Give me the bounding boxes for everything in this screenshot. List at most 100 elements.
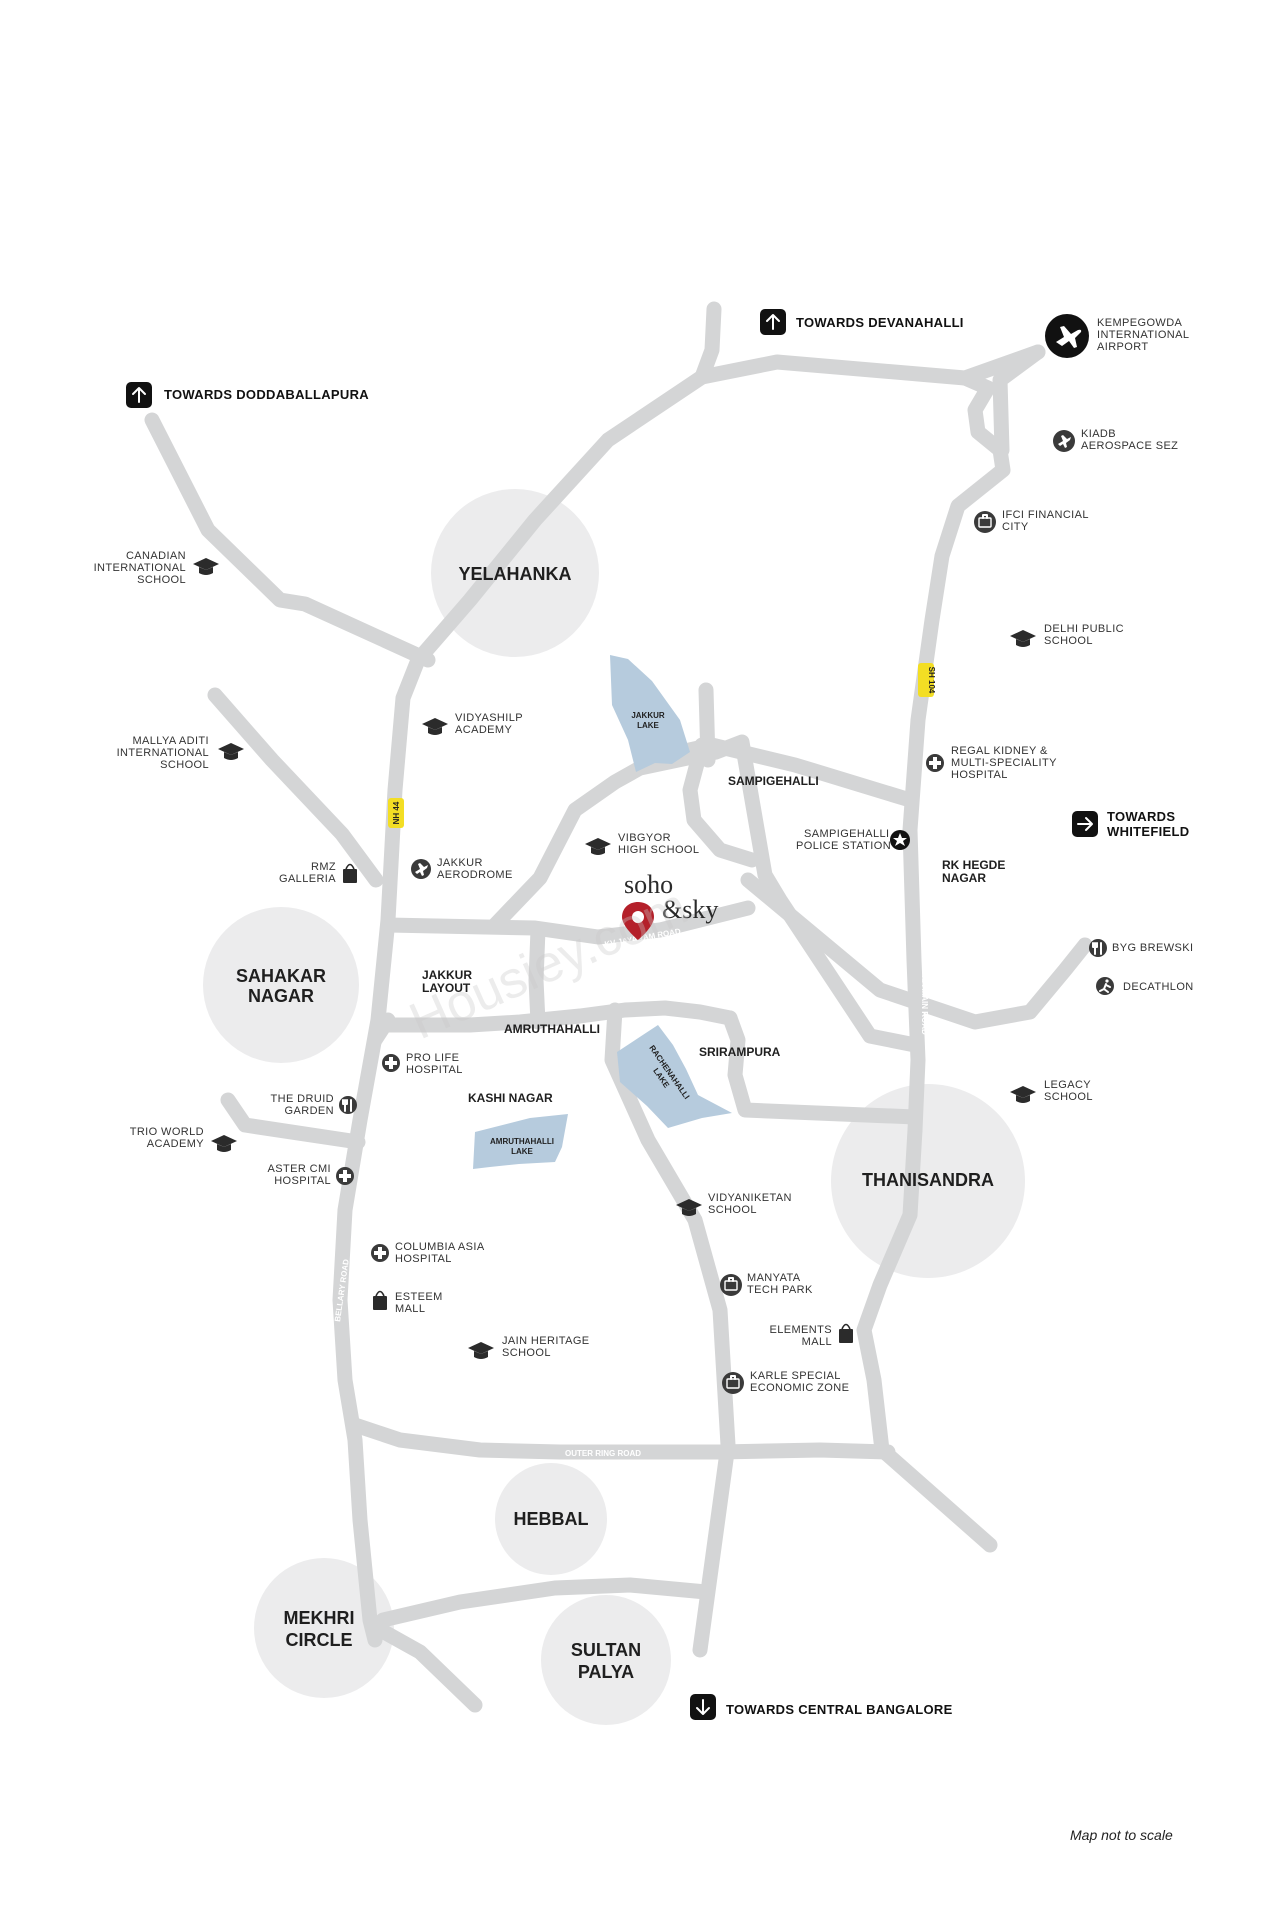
road-jakkur-lake-side bbox=[698, 682, 716, 768]
poi-label-police-1: SAMPIGEHALLI bbox=[804, 828, 890, 840]
poi-label-decathlon: DECATHLON bbox=[1123, 981, 1194, 993]
poi-label-rmz-2: GALLERIA bbox=[279, 873, 336, 885]
direction-devanahalli: TOWARDS DEVANAHALLI bbox=[760, 309, 964, 335]
poi-label-mallya-1: MALLYA ADITI bbox=[132, 735, 209, 747]
poi-label-regal-3: HOSPITAL bbox=[951, 769, 1008, 781]
poi-regal: REGAL KIDNEY & MULTI-SPECIALITY HOSPITAL bbox=[926, 745, 1057, 781]
area-label-mekhri-circle: MEKHRI bbox=[284, 1608, 355, 1628]
graduation-cap-icon bbox=[468, 1342, 494, 1359]
poi-label-ifci-2: CITY bbox=[1002, 521, 1029, 533]
poi-legacy: LEGACY SCHOOL bbox=[1010, 1079, 1093, 1103]
project-brand-line-1: soho bbox=[624, 870, 673, 899]
poi-vidyashilp: VIDYASHILP ACADEMY bbox=[422, 712, 523, 736]
road-amruthahalli bbox=[372, 1000, 738, 1033]
locality-kashi-nagar: KASHI NAGAR bbox=[468, 1091, 553, 1105]
road-network bbox=[144, 301, 1093, 1713]
poi-label-legacy-2: SCHOOL bbox=[1044, 1091, 1093, 1103]
area-circle-mekhri-circle bbox=[254, 1558, 394, 1698]
area-label-yelahanka: YELAHANKA bbox=[458, 564, 571, 584]
project-marker: soho &sky bbox=[622, 870, 718, 940]
road-kashi-west bbox=[367, 1012, 396, 1048]
poi-airport: KEMPEGOWDA INTERNATIONAL AIRPORT bbox=[1045, 314, 1189, 358]
poi-label-vidyashilp-1: VIDYASHILP bbox=[455, 712, 523, 724]
road-sh104 bbox=[902, 370, 1011, 1138]
poi-jain: JAIN HERITAGE SCHOOL bbox=[468, 1335, 590, 1359]
poi-ifci: IFCI FINANCIAL CITY bbox=[974, 509, 1088, 533]
area-circles bbox=[203, 489, 1025, 1725]
poi-label-vidyaniketan-2: SCHOOL bbox=[708, 1204, 757, 1216]
poi-aerodrome: JAKKUR AERODROME bbox=[411, 857, 513, 881]
poi-prolife: PRO LIFE HOSPITAL bbox=[382, 1052, 463, 1076]
lake-label-amruthahalli: AMRUTHAHALLI bbox=[490, 1137, 554, 1146]
poi-label-jain-2: SCHOOL bbox=[502, 1347, 551, 1359]
road-devanahalli bbox=[694, 301, 1046, 386]
graduation-cap-icon bbox=[1010, 1086, 1036, 1103]
poi-mallya: MALLYA ADITI INTERNATIONAL SCHOOL bbox=[117, 735, 244, 771]
poi-manyata: MANYATA TECH PARK bbox=[720, 1272, 813, 1296]
lake-label-amruthahalli-2: LAKE bbox=[511, 1147, 533, 1156]
graduation-cap-icon bbox=[676, 1199, 702, 1216]
poi-rmz: RMZ GALLERIA bbox=[279, 861, 357, 885]
graduation-cap-icon bbox=[585, 838, 611, 855]
area-circle-yelahanka bbox=[431, 489, 599, 657]
poi-trio: TRIO WORLD ACADEMY bbox=[130, 1126, 237, 1152]
poi-decathlon: DECATHLON bbox=[1096, 977, 1194, 995]
area-label-hebbal: HEBBAL bbox=[514, 1509, 589, 1529]
poi-label-trio-1: TRIO WORLD bbox=[130, 1126, 204, 1138]
poi-label-airport-2: INTERNATIONAL bbox=[1097, 329, 1189, 341]
direction-doddaballapura: TOWARDS DODDABALLAPURA bbox=[126, 382, 369, 408]
shopping-bag-icon bbox=[839, 1323, 853, 1343]
road-ring bbox=[347, 1417, 896, 1460]
poi-label-esteem-1: ESTEEM bbox=[395, 1291, 443, 1303]
graduation-cap-icon bbox=[1010, 630, 1036, 647]
area-label-sahakar-nagar-2: NAGAR bbox=[248, 986, 314, 1006]
shopping-bag-icon bbox=[343, 863, 357, 883]
graduation-cap-icon bbox=[218, 743, 244, 760]
poi-label-columbia-1: COLUMBIA ASIA bbox=[395, 1241, 485, 1253]
lakes bbox=[473, 655, 732, 1169]
poi-label-rmz-1: RMZ bbox=[311, 861, 336, 873]
poi-label-aster-1: ASTER CMI bbox=[268, 1163, 332, 1175]
direction-label-whitefield-2: WHITEFIELD bbox=[1107, 824, 1189, 839]
graduation-cap-icon bbox=[211, 1135, 237, 1152]
area-label-thanisandra: THANISANDRA bbox=[862, 1170, 994, 1190]
locality-jakkur-layout: JAKKUR bbox=[422, 968, 472, 982]
area-label-sahakar-nagar: SAHAKAR bbox=[236, 966, 326, 986]
poi-label-airport-3: AIRPORT bbox=[1097, 341, 1149, 353]
direction-central-bangalore: TOWARDS CENTRAL BANGALORE bbox=[690, 1694, 952, 1720]
road-mekhri-south bbox=[369, 1620, 483, 1713]
graduation-cap-icon bbox=[422, 718, 448, 735]
poi-druid: THE DRUID GARDEN bbox=[271, 1093, 357, 1117]
area-label-sultan-palya-2: PALYA bbox=[578, 1662, 634, 1682]
poi-label-vidyashilp-2: ACADEMY bbox=[455, 724, 512, 736]
locality-rk-hegde-nagar-2: NAGAR bbox=[942, 871, 986, 885]
road-airport-link bbox=[992, 344, 1046, 458]
map-scale-note: Map not to scale bbox=[1070, 1827, 1173, 1843]
map-pin-icon bbox=[622, 902, 654, 940]
shopping-bag-icon bbox=[373, 1290, 387, 1310]
road-jakkur-east bbox=[380, 900, 756, 945]
road-hebbal-sultan bbox=[375, 1577, 714, 1628]
road-druid bbox=[220, 1092, 366, 1150]
poi-label-trio-2: ACADEMY bbox=[147, 1138, 204, 1150]
road-doddaballapura bbox=[144, 412, 436, 668]
locality-amruthahalli: AMRUTHAHALLI bbox=[504, 1022, 600, 1036]
poi-vidyaniketan: VIDYANIKETAN SCHOOL bbox=[676, 1192, 791, 1216]
poi-label-dps-1: DELHI PUBLIC bbox=[1044, 623, 1124, 635]
project-brand-line-2: &sky bbox=[662, 895, 718, 924]
poi-aster: ASTER CMI HOSPITAL bbox=[268, 1163, 354, 1187]
shield-label-nh44: NH 44 bbox=[392, 801, 401, 824]
amruthahalli-lake bbox=[473, 1114, 568, 1169]
shield-label-sh104: SH 104 bbox=[927, 667, 936, 694]
poi-label-kiadb-1: KIADB bbox=[1081, 428, 1116, 440]
direction-label-devanahalli: TOWARDS DEVANAHALLI bbox=[796, 315, 964, 330]
poi-label-legacy-1: LEGACY bbox=[1044, 1079, 1091, 1091]
road-label-outer-ring: OUTER RING ROAD bbox=[565, 1449, 641, 1458]
poi-label-aerodrome-2: AERODROME bbox=[437, 869, 513, 881]
poi-label-elements-2: MALL bbox=[802, 1336, 832, 1348]
poi-label-jain-1: JAIN HERITAGE bbox=[502, 1335, 590, 1347]
road-jakkur-inner bbox=[528, 922, 546, 1030]
poi-byg: BYG BREWSKI bbox=[1089, 939, 1193, 957]
poi-label-druid-2: GARDEN bbox=[285, 1105, 334, 1117]
poi-label-prolife-2: HOSPITAL bbox=[406, 1064, 463, 1076]
